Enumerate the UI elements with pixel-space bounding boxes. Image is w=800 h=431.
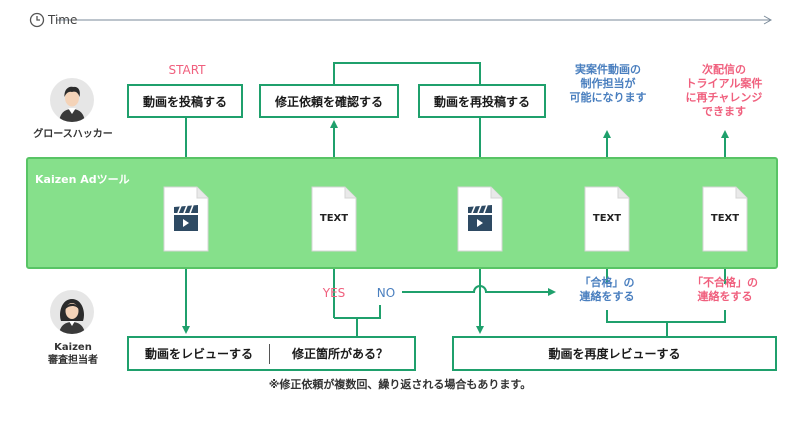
growth-hacker-avatar bbox=[50, 78, 94, 122]
pass-outcome-line2: 制作担当が bbox=[580, 77, 636, 90]
text-document-label: TEXT bbox=[710, 213, 740, 224]
step-check-fix-request: 修正依頼を確認する bbox=[259, 84, 399, 118]
fail-notice-line2: 連絡をする bbox=[697, 290, 753, 303]
video-document-1 bbox=[163, 186, 209, 252]
decision-no: NO bbox=[376, 286, 396, 300]
reviewer-role-line2: 審査担当者 bbox=[48, 355, 98, 366]
step-review-box: 動画をレビューする 修正箇所がある？ bbox=[127, 336, 416, 371]
connector-yes-branch bbox=[334, 317, 358, 336]
timeline: Time bbox=[29, 12, 77, 28]
pass-outcome-line1: 実案件動画の bbox=[575, 63, 641, 76]
step-check-fix-label: 修正依頼を確認する bbox=[274, 94, 383, 109]
growth-hacker-role: グロースハッカー bbox=[33, 129, 113, 140]
step-repost-video: 動画を再投稿する bbox=[418, 84, 546, 118]
footnote: ※修正依頼が複数回、繰り返される場合もあります。 bbox=[268, 378, 532, 391]
video-document-2 bbox=[457, 186, 503, 252]
pass-outcome: 実案件動画の 制作担当が 可能になります bbox=[560, 63, 656, 105]
review-divider bbox=[269, 343, 270, 364]
step-repost-label: 動画を再投稿する bbox=[433, 94, 530, 109]
clapperboard-icon bbox=[468, 204, 492, 231]
fail-notice-line1: 「不合格」の bbox=[692, 276, 758, 289]
tool-band-label: Kaizen Adツール bbox=[35, 173, 130, 186]
reviewer-role-line1: Kaizen bbox=[54, 342, 92, 353]
text-document-fix-request: TEXT bbox=[311, 186, 357, 252]
step-has-fixes-label: 修正箇所がある？ bbox=[291, 347, 388, 361]
text-document-pass: TEXT bbox=[584, 186, 630, 252]
step-post-video-label: 動画を投稿する bbox=[142, 94, 227, 109]
pass-outcome-line3: 可能になります bbox=[569, 91, 647, 104]
fail-notice: 「不合格」の 連絡をする bbox=[676, 276, 774, 304]
step-review-again: 動画を再度レビューする bbox=[452, 336, 777, 371]
connector-top-loop bbox=[333, 62, 481, 84]
text-document-fail: TEXT bbox=[702, 186, 748, 252]
timeline-label: Time bbox=[48, 13, 78, 27]
arrow-no-to-pass bbox=[402, 285, 556, 296]
timeline-axis bbox=[56, 15, 773, 25]
clapperboard-icon bbox=[174, 204, 198, 231]
fail-outcome-line3: に再チャレンジ bbox=[685, 91, 763, 104]
reviewer-avatar bbox=[50, 290, 94, 334]
step-review-video-label: 動画をレビューする bbox=[144, 347, 253, 361]
fail-outcome-line4: できます bbox=[702, 105, 746, 118]
fail-outcome-line1: 次配信の bbox=[702, 63, 746, 76]
step-post-video: 動画を投稿する bbox=[127, 84, 243, 118]
connector-notices bbox=[606, 310, 726, 323]
start-label: START bbox=[168, 63, 206, 77]
connector-no-branch bbox=[357, 305, 381, 319]
decision-yes: YES bbox=[322, 286, 346, 300]
fail-outcome-line2: トライアル案件 bbox=[685, 77, 763, 90]
clock-icon bbox=[29, 12, 45, 28]
kaizen-ad-tool-band bbox=[26, 157, 778, 269]
text-document-label: TEXT bbox=[592, 213, 622, 224]
step-review-again-label: 動画を再度レビューする bbox=[548, 347, 681, 361]
pass-notice-line1: 「合格」の bbox=[579, 276, 635, 289]
text-document-label: TEXT bbox=[319, 213, 349, 224]
pass-notice-line2: 連絡をする bbox=[579, 290, 635, 303]
fail-outcome: 次配信の トライアル案件 に再チャレンジ できます bbox=[672, 63, 776, 119]
pass-notice: 「合格」の 連絡をする bbox=[560, 276, 654, 304]
